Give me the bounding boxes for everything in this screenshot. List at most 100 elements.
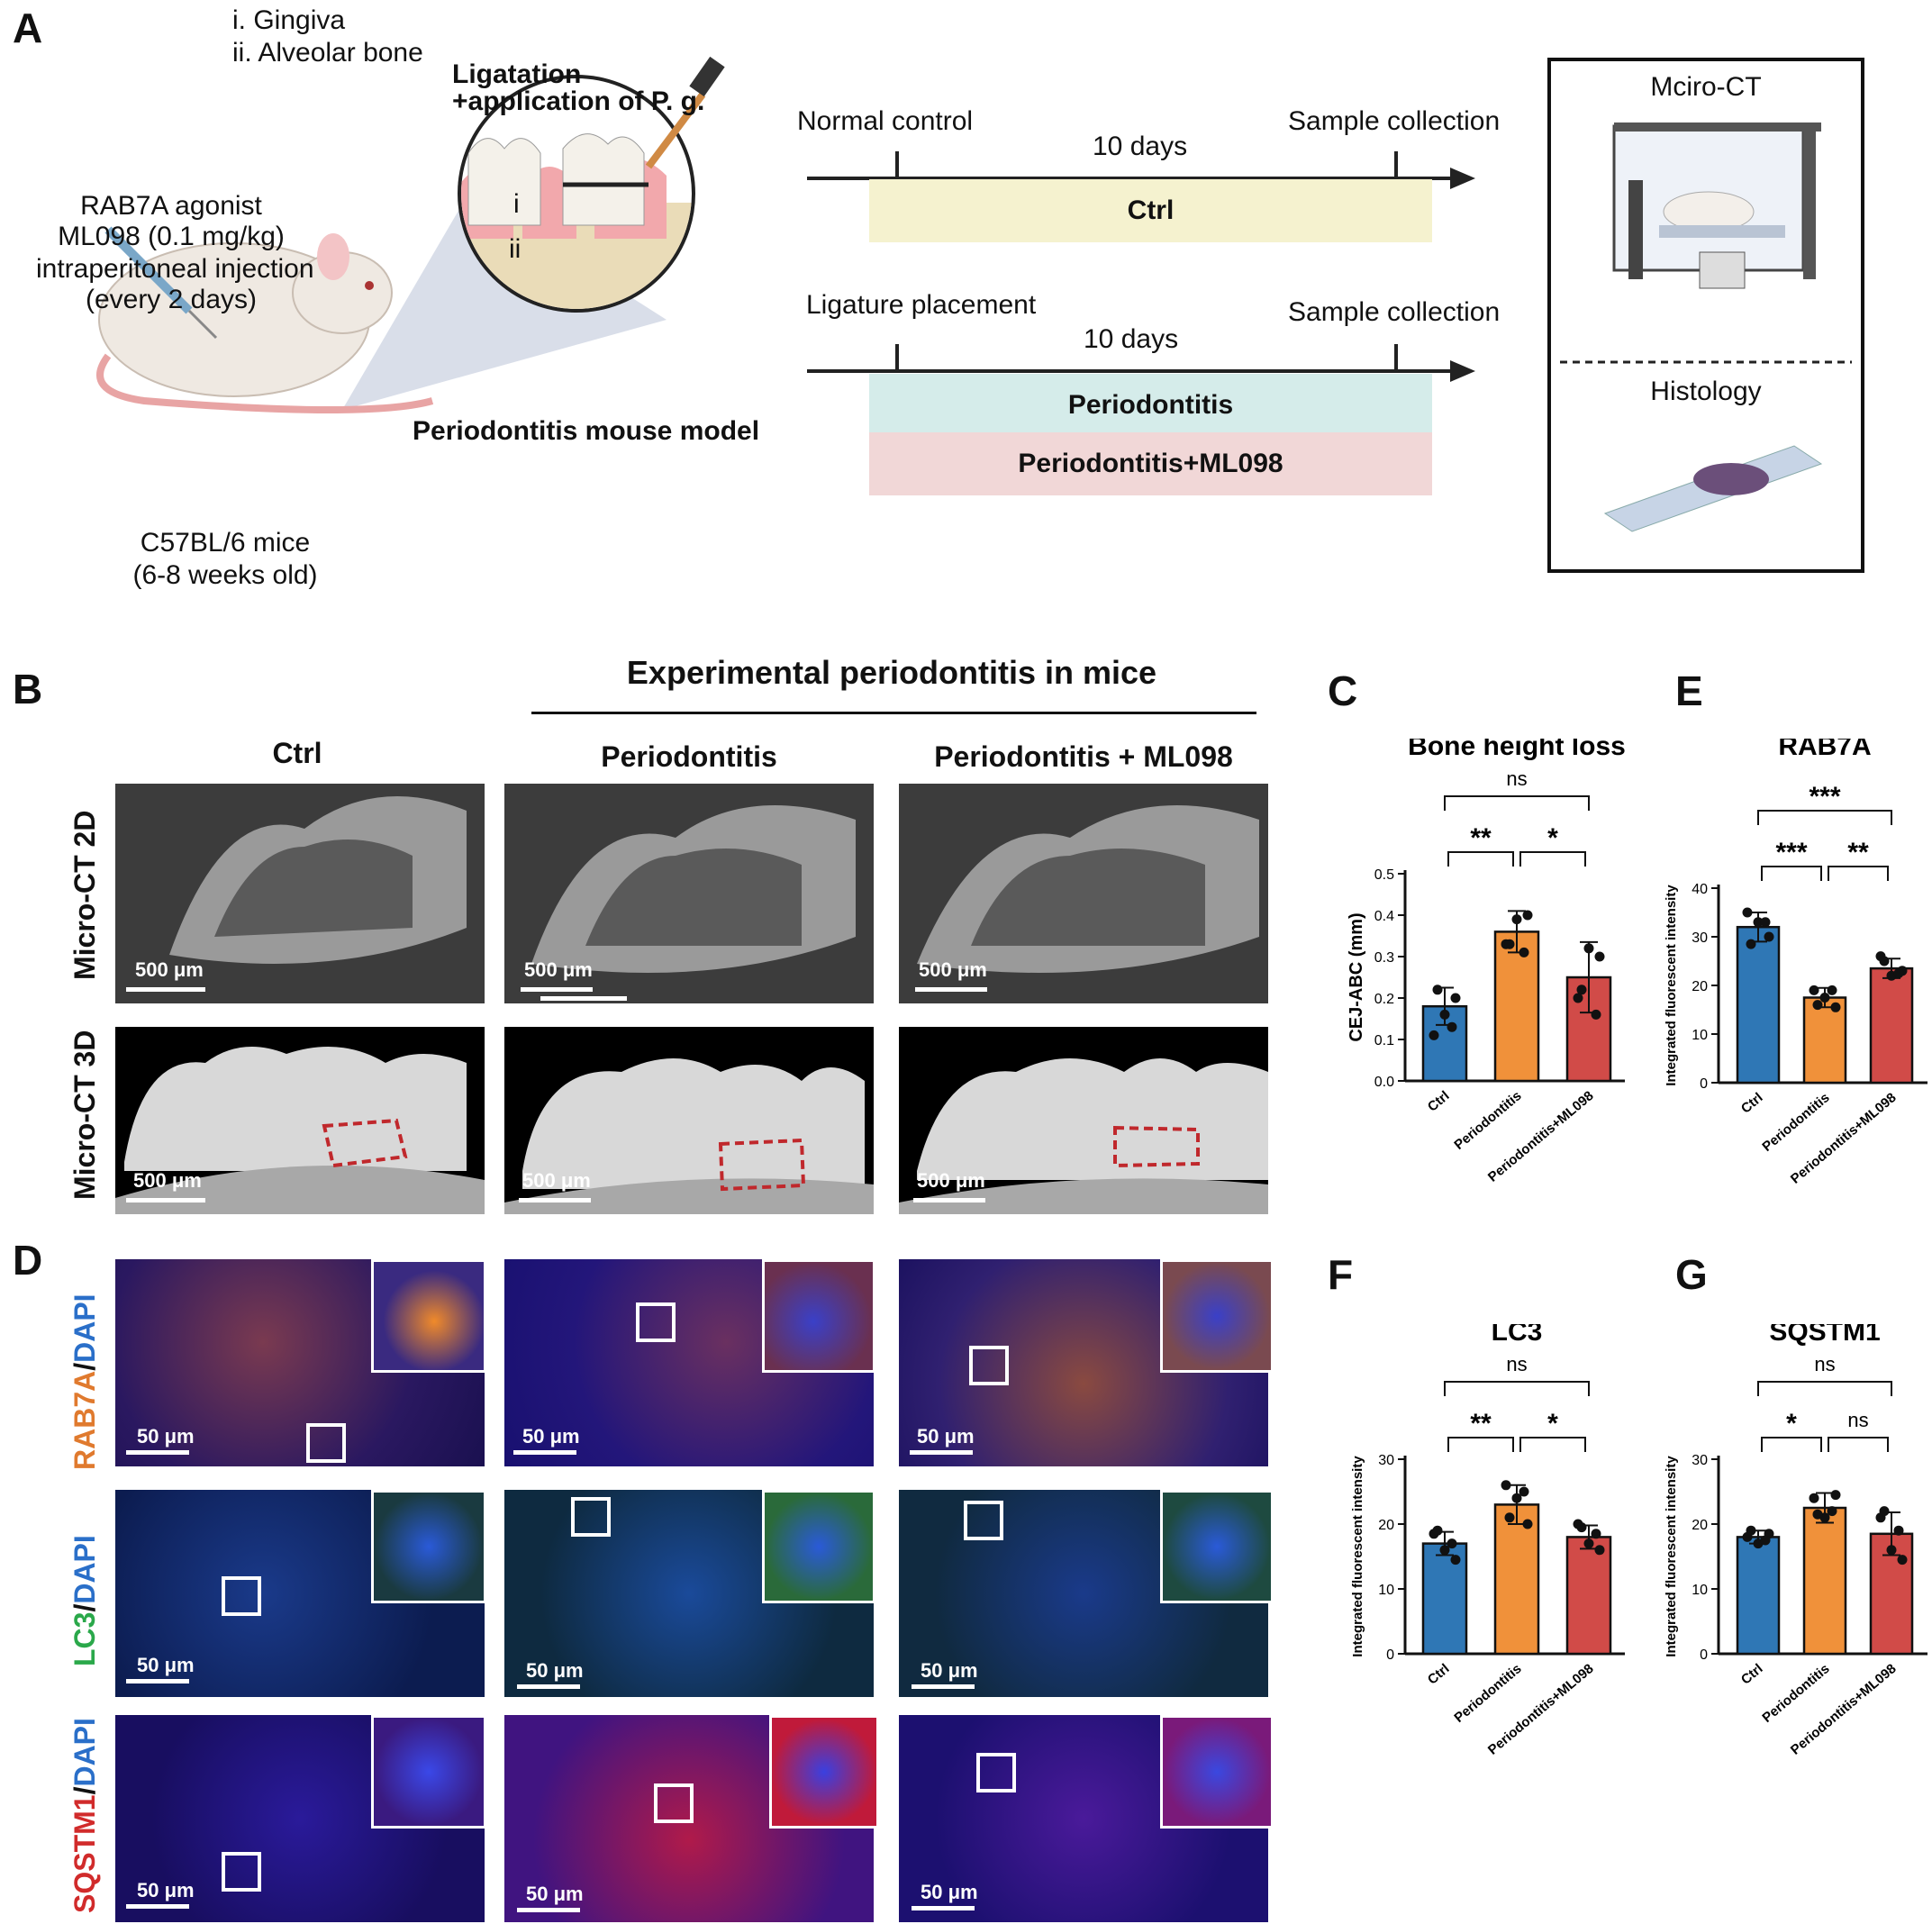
tissue-label-i: i. Gingiva (232, 5, 346, 35)
scale-bar-sqstm1-ctrl (126, 1904, 189, 1909)
timeline1-duration: 10 days (1093, 132, 1188, 161)
significance-bracket (1757, 810, 1892, 825)
marker-rab7a: RAB7A (68, 1370, 101, 1470)
data-point (1450, 1555, 1461, 1566)
significance-label: * (1547, 1409, 1558, 1438)
data-point (1429, 1030, 1439, 1040)
significance-label: *** (1775, 838, 1807, 867)
data-point (1764, 931, 1774, 942)
marker-sqstm1: SQSTM1 (68, 1794, 101, 1913)
scale-label-2d-periodontitis: 500 μm (524, 958, 593, 981)
col-header-ctrl: Ctrl (272, 737, 322, 769)
ligation-label-1: Ligatation (452, 59, 582, 89)
scale-bar-3d-ctrl (126, 1198, 205, 1202)
significance-label: ** (1847, 838, 1869, 867)
row-label-microct-3d: Micro-CT 3D (68, 1030, 101, 1200)
data-point (1886, 1545, 1897, 1556)
data-point (1809, 985, 1819, 995)
group-bar-periodontitis-ml098: Periodontitis+ML098 (869, 432, 1432, 495)
scale-label-rab7a-ml098: 50 μm (917, 1425, 975, 1448)
analysis-histology-label: Histology (1650, 377, 1762, 406)
data-point (1591, 1009, 1601, 1020)
y-tick-label: 20 (1692, 979, 1708, 994)
inset-lc3-ml098 (1160, 1490, 1274, 1603)
row-label-sqstm1: SQSTM1/DAPI (68, 1718, 102, 1913)
analysis-microct-label: Mciro-CT (1650, 72, 1762, 102)
group-bar-periodontitis: Periodontitis (869, 374, 1432, 437)
roi-sqstm1-periodontitis (654, 1783, 694, 1823)
y-tick-label: 0.3 (1374, 950, 1394, 966)
roi-sqstm1-ml098 (976, 1753, 1016, 1792)
chart-title: SQSTM1 (1769, 1324, 1880, 1347)
data-point (1522, 910, 1533, 921)
scale-bar-lc3-ctrl (126, 1679, 189, 1684)
y-tick-label: 20 (1692, 1518, 1708, 1533)
analysis-illustration (1560, 123, 1852, 532)
inset-rab7a-periodontitis (762, 1259, 875, 1373)
x-tick-label: Periodontitis (1451, 1661, 1524, 1726)
data-point (1879, 1506, 1890, 1517)
significance-bracket (1761, 1437, 1822, 1452)
row-label-lc3: LC3/DAPI (68, 1535, 102, 1666)
y-tick-label: 10 (1692, 1583, 1708, 1598)
scale-bar-2d-ml098 (915, 987, 987, 992)
y-tick-label: 0.4 (1374, 909, 1394, 924)
data-point (1812, 1509, 1823, 1520)
data-point (1519, 947, 1529, 957)
chart-title: RAB7A (1778, 739, 1871, 761)
marker-dapi-3: DAPI (68, 1718, 101, 1787)
row-label-microct-2d: Micro-CT 2D (68, 810, 101, 980)
timeline1-start: Normal control (797, 106, 974, 136)
agonist-line-1: RAB7A agonist (80, 191, 262, 221)
scale-label-rab7a-periodontitis: 50 μm (522, 1425, 580, 1448)
significance-bracket (1447, 851, 1514, 867)
x-tick-label: Periodontitis (1451, 1088, 1524, 1153)
y-tick-label: 30 (1692, 930, 1708, 946)
agonist-line-4: (every 2 days) (85, 285, 258, 314)
bar-ctrl (1736, 925, 1781, 1085)
mice-line-1: C57BL/6 mice (140, 528, 311, 558)
microct-3d-periodontitis-ml098 (899, 1027, 1268, 1214)
inset-lc3-periodontitis (762, 1490, 875, 1603)
y-tick-label: 0.1 (1374, 1033, 1394, 1048)
x-tick-label: Periodontitis (1759, 1090, 1832, 1155)
data-point (1576, 985, 1587, 995)
y-axis-label: CEJ-ABC (mm) (1347, 912, 1366, 1041)
significance-label: ns (1506, 767, 1527, 790)
chart-title: Bone height loss (1408, 739, 1626, 761)
scale-label-rab7a-ctrl: 50 μm (137, 1425, 195, 1448)
y-axis-label: Integrated fluorescent intensity (1350, 1456, 1365, 1657)
y-tick-label: 10 (1378, 1583, 1394, 1598)
significance-bracket (1828, 866, 1889, 881)
data-point (1519, 1486, 1529, 1497)
data-point (1594, 1545, 1605, 1556)
data-point (1432, 1525, 1443, 1536)
data-point (1827, 1506, 1837, 1517)
inset-sqstm1-periodontitis (769, 1715, 879, 1829)
y-tick-label: 0 (1386, 1647, 1394, 1663)
significance-label: * (1786, 1409, 1797, 1438)
y-tick-label: 10 (1692, 1028, 1708, 1043)
data-point (1742, 907, 1753, 918)
data-point (1819, 993, 1830, 1003)
data-point (1583, 943, 1594, 954)
group-bar-ctrl: Ctrl (869, 179, 1432, 242)
microct-2d-periodontitis-ml098 (899, 784, 1268, 1003)
data-point (1522, 1519, 1533, 1529)
data-point (1432, 985, 1443, 995)
timeline2-duration: 10 days (1084, 324, 1179, 354)
marker-sep-2: / (68, 1603, 101, 1612)
significance-bracket (1444, 795, 1590, 811)
scale-bar-sqstm1-periodontitis (517, 1908, 580, 1912)
data-point (1511, 914, 1522, 925)
bar-periodontitis-ml098 (1869, 967, 1914, 1085)
y-axis-label: Integrated fluorescent intensity (1664, 1456, 1679, 1657)
scale-label-3d-ctrl: 500 μm (133, 1169, 202, 1192)
super-title-rule (531, 712, 1256, 714)
panel-label-b: B (13, 666, 43, 712)
data-point (1827, 985, 1837, 995)
mouse-model-illustration (96, 56, 725, 413)
bar-periodontitis (1493, 930, 1540, 1083)
